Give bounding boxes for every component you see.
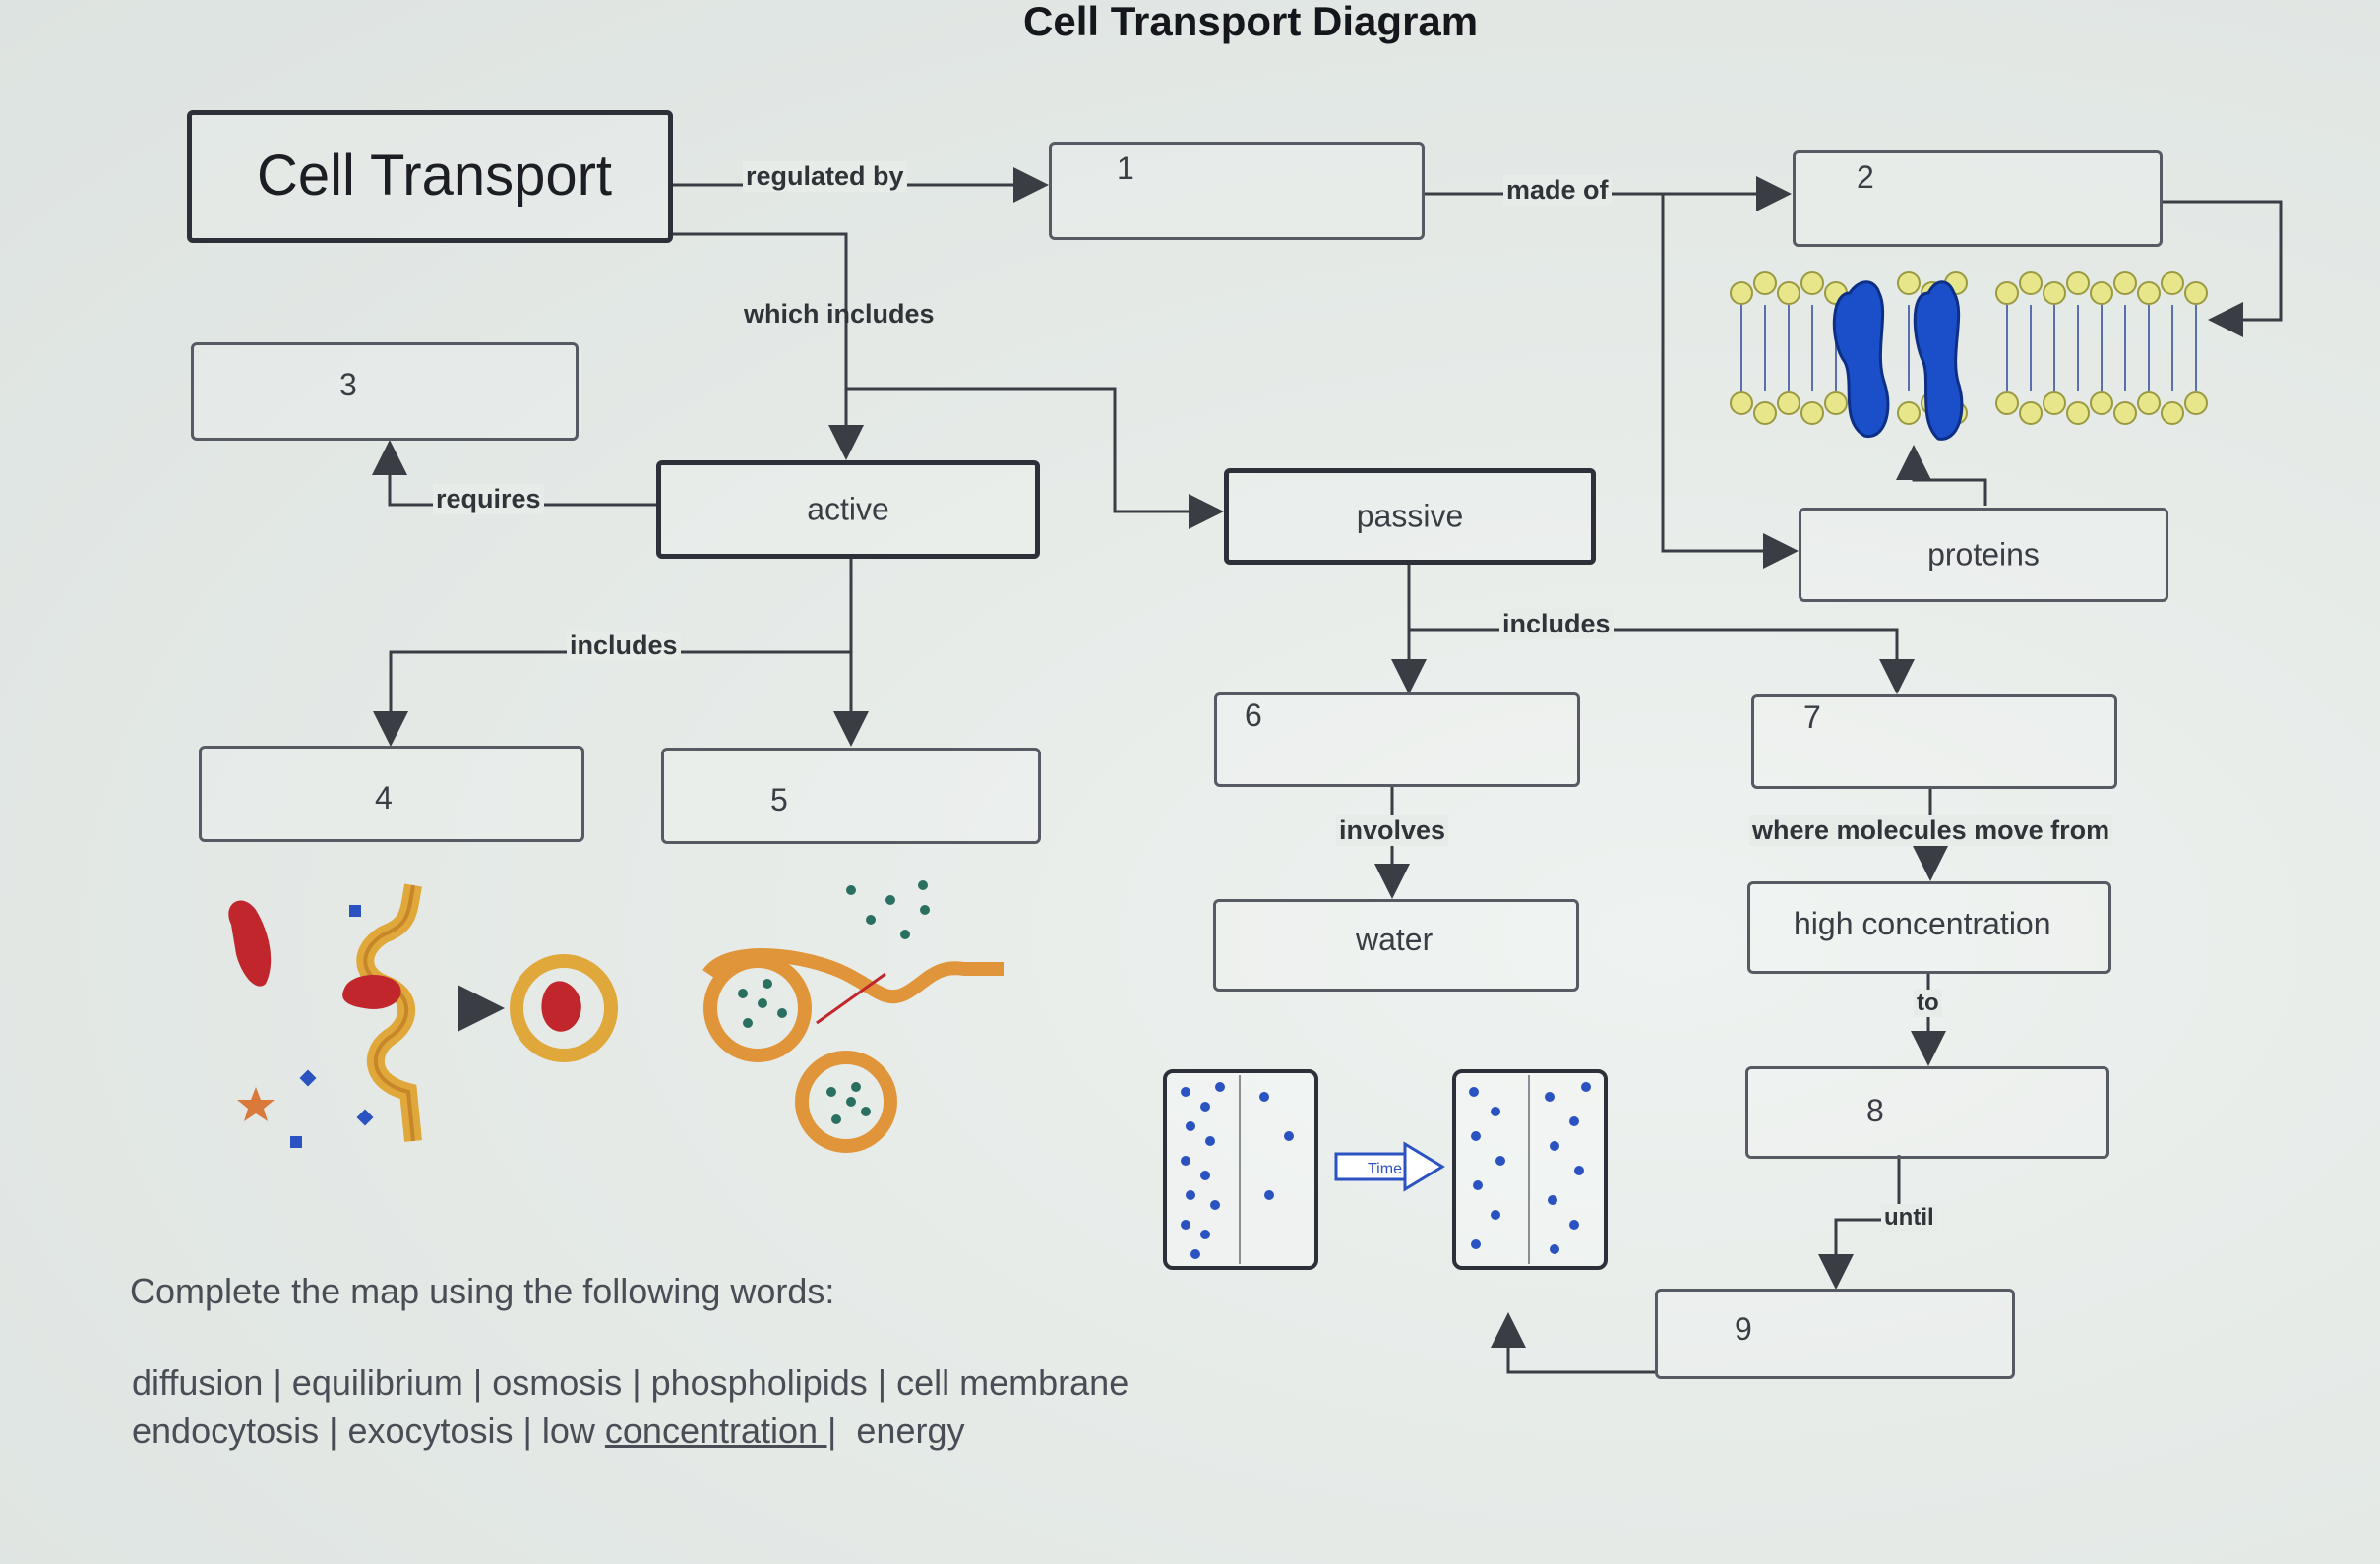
diagram-title: Cell Transport Diagram <box>1023 0 1479 44</box>
link-9-return <box>1491 1312 1655 1374</box>
membrane-protein-left <box>1832 280 1890 438</box>
exocytosis-illustration <box>702 880 1004 1153</box>
link-proteins-membrane <box>1896 445 1987 506</box>
label-time: Time <box>1368 1161 1402 1177</box>
link-2-membrane <box>2163 200 2283 337</box>
box-passive: passive <box>1224 468 1596 565</box>
cell-membrane-illustration <box>1730 271 2208 441</box>
membrane-protein-right <box>1913 280 1964 441</box>
link-passive-7 <box>1409 628 1915 694</box>
diffusion-illustration: Time <box>1163 1069 1608 1270</box>
box-water: water <box>1213 899 1579 992</box>
box-4[interactable]: 4 <box>199 746 584 842</box>
box-cell-transport: Cell Transport <box>187 110 673 243</box>
label-to: to <box>1914 990 1942 1017</box>
label-requires: requires <box>433 484 544 514</box>
label-until: until <box>1881 1204 1937 1232</box>
link-until <box>1818 1155 1901 1290</box>
word-bank-line-1: diffusion | equilibrium | osmosis | phos… <box>132 1362 1129 1403</box>
word-bank-line-2b: concentration | <box>604 1411 837 1451</box>
label-where-molecules: where molecules move from <box>1749 815 2113 846</box>
link-made-of-proteins <box>1661 194 1799 569</box>
word-bank-heading: Complete the map using the following wor… <box>130 1271 835 1311</box>
box-7[interactable]: 7 <box>1751 694 2117 789</box>
box-high-concentration: high concentration <box>1747 881 2111 974</box>
box-active: active <box>656 460 1040 559</box>
endocytosis-illustration <box>228 883 618 1148</box>
link-includes-4 <box>373 650 851 747</box>
word-bank-line-2c: energy <box>836 1411 965 1451</box>
phospholipid-tails <box>1740 305 2197 391</box>
link-which-includes-active <box>672 232 864 460</box>
link-which-includes-passive <box>846 387 1224 529</box>
box-8[interactable]: 8 <box>1745 1066 2109 1159</box>
label-regulated-by: regulated by <box>743 161 907 192</box>
phospholipid-heads-top <box>1730 271 2208 305</box>
box-6[interactable]: 6 <box>1214 692 1580 787</box>
box-proteins: proteins <box>1799 508 2168 602</box>
link-requires <box>372 440 657 507</box>
label-involves: involves <box>1336 815 1449 846</box>
phospholipid-heads-bottom <box>1730 391 2208 425</box>
label-includes-passive: includes <box>1499 609 1614 639</box>
label-includes-active: includes <box>567 631 681 661</box>
label-made-of: made of <box>1503 175 1612 206</box>
word-bank-line-2: endocytosis | exocytosis | low concentra… <box>132 1411 964 1452</box>
label-which-includes: which includes <box>744 299 935 329</box>
box-1[interactable]: 1 <box>1049 142 1425 240</box>
word-bank-line-2a: endocytosis | exocytosis | low <box>132 1411 605 1451</box>
box-3[interactable]: 3 <box>191 342 579 441</box>
box-9[interactable]: 9 <box>1655 1289 2015 1379</box>
box-2[interactable]: 2 <box>1793 150 2163 247</box>
box-5[interactable]: 5 <box>661 748 1041 844</box>
